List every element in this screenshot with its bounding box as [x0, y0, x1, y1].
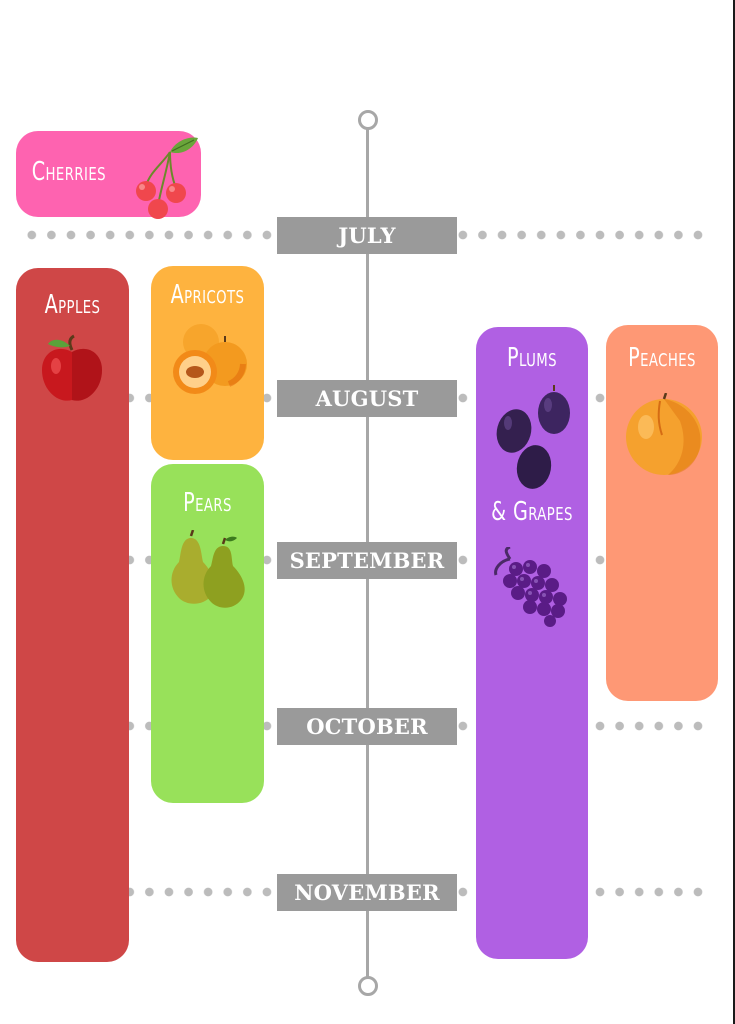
plums-grapes-bar: Plums & Grapes: [476, 327, 588, 959]
cherries-label: Cherries: [31, 157, 106, 187]
grapes-icon: [494, 547, 567, 627]
month-august: August: [277, 380, 457, 417]
timeline-start-cap: [358, 110, 378, 130]
peach-icon: [626, 393, 702, 475]
apricots-bar: Apricots: [151, 266, 264, 460]
peaches-bar: Peaches: [606, 325, 718, 701]
month-september: September: [277, 542, 457, 579]
month-october: October: [277, 708, 457, 745]
peaches-label: Peaches: [628, 343, 696, 373]
apples-bar: Apples: [16, 268, 129, 962]
timeline-end-cap: [358, 976, 378, 996]
apricots-label: Apricots: [170, 280, 245, 310]
pear-icon: [171, 530, 245, 608]
month-november: November: [277, 874, 457, 911]
pears-bar: Pears: [151, 464, 264, 803]
apricot-icon: [173, 324, 247, 394]
month-july: July: [277, 217, 457, 254]
grapes-label: & Grapes: [491, 497, 573, 527]
right-edge-border: [733, 0, 735, 1024]
apple-icon: [42, 334, 102, 401]
cherries-icon: [136, 137, 198, 219]
cherries-bar: Cherries: [16, 131, 201, 219]
pears-label: Pears: [183, 488, 232, 518]
apples-label: Apples: [44, 290, 101, 320]
plum-icon: [496, 385, 570, 489]
plums-label: Plums: [507, 343, 557, 373]
